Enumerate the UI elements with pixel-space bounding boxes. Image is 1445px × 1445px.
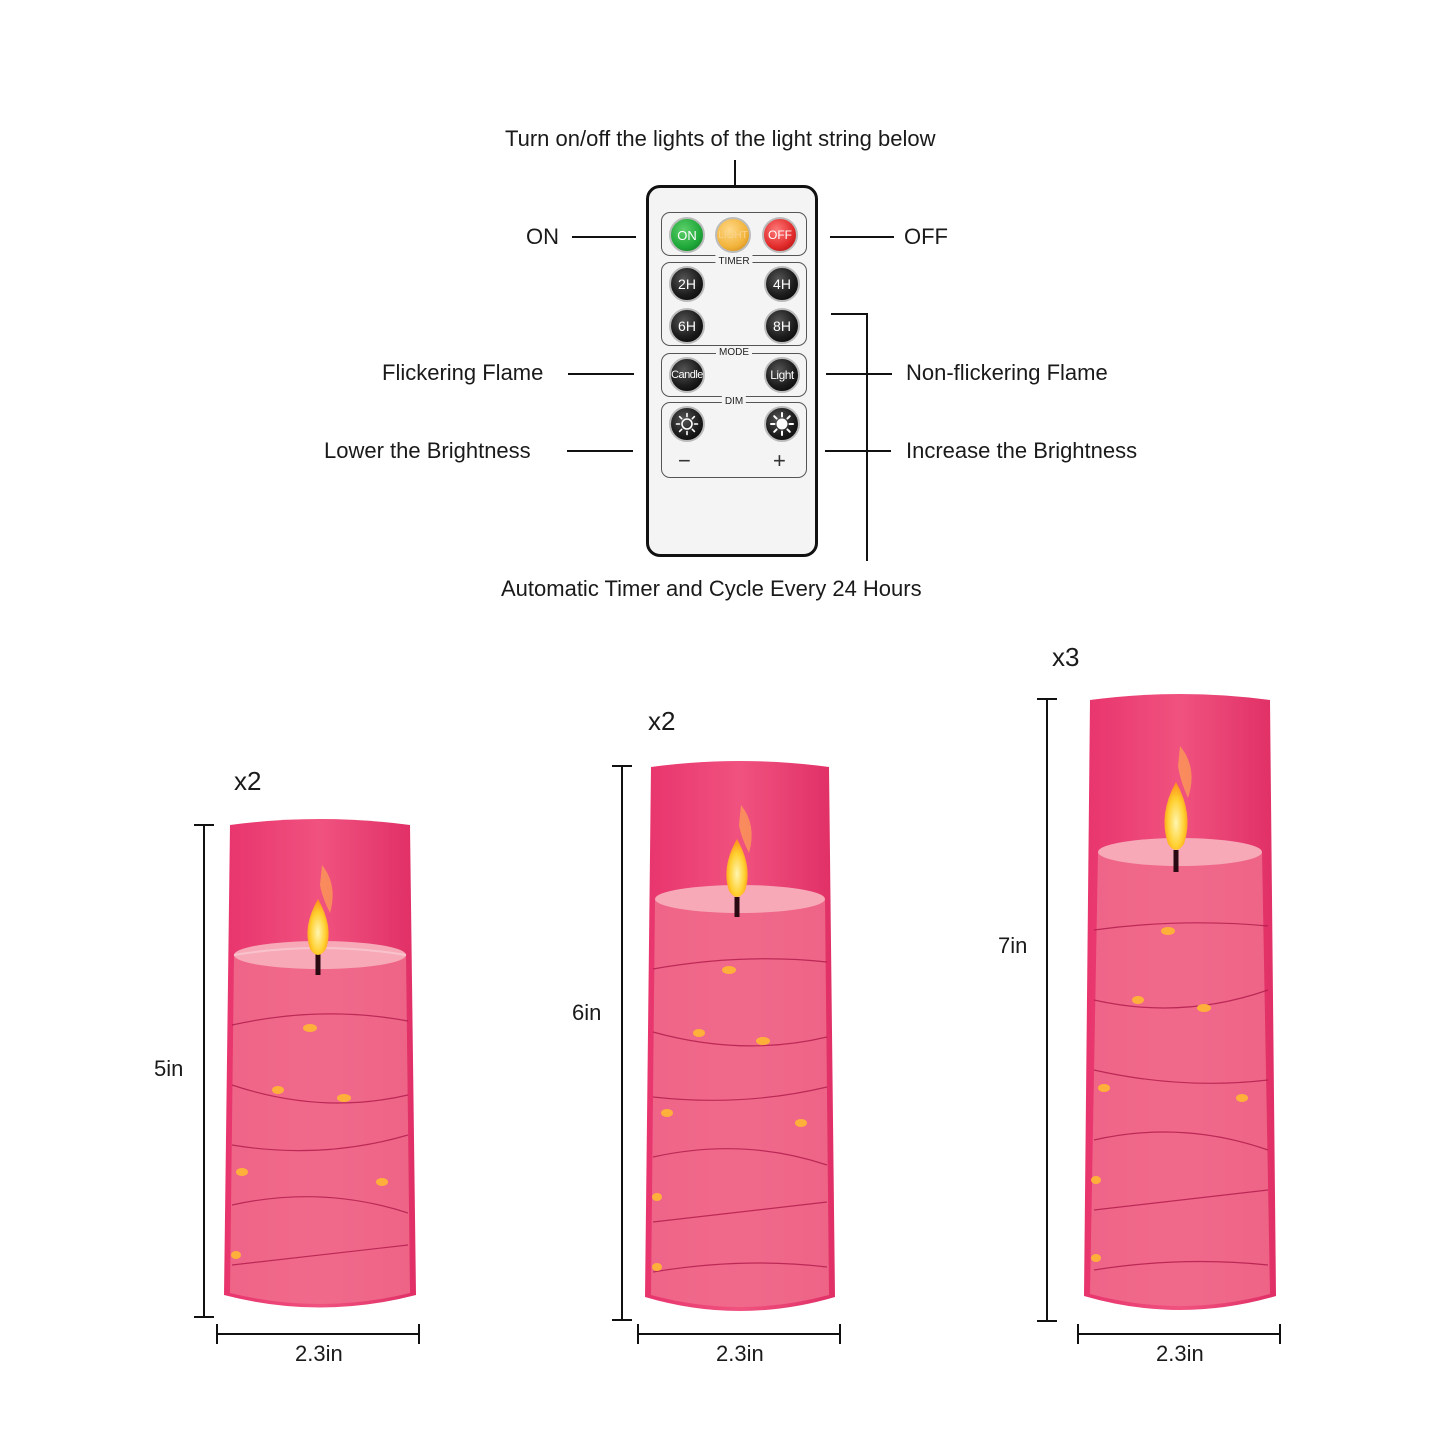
candle-1-width-line	[216, 1333, 420, 1335]
callout-lower-brightness: Lower the Brightness	[324, 438, 531, 463]
timer-4h-button[interactable]: 4H	[764, 266, 800, 302]
candle-1-height-line	[203, 824, 205, 1318]
light-mode-button[interactable]: Light	[764, 357, 800, 393]
candle-3-width-line	[1077, 1333, 1281, 1335]
callout-line-timer	[866, 313, 868, 561]
candle-2-width-label: 2.3in	[716, 1341, 764, 1366]
callout-line-off	[830, 236, 894, 238]
callout-non-flickering: Non-flickering Flame	[906, 360, 1108, 385]
dim-title: DIM	[721, 395, 747, 408]
candle-3-image	[1084, 694, 1276, 1310]
candle-2-height-label: 6in	[572, 1000, 602, 1025]
on-button-label: ON	[677, 227, 697, 243]
candle-3-width-tick-right	[1279, 1324, 1281, 1344]
light-string-button[interactable]: LIGHT	[715, 217, 751, 253]
light-mode-label: Light	[770, 368, 794, 382]
candle-1-quantity: x2	[234, 766, 262, 796]
candle-1-image	[224, 819, 416, 1308]
callout-on: ON	[526, 224, 559, 249]
timer-8h-label: 8H	[773, 318, 791, 334]
candle-2-height-tick-bottom	[612, 1319, 632, 1321]
timer-4h-label: 4H	[773, 276, 791, 292]
sun-bright-icon	[770, 412, 794, 436]
callout-increase-brightness: Increase the Brightness	[906, 438, 1138, 463]
candle-3-height-tick-bottom	[1037, 1320, 1057, 1322]
candle-mode-label: Candle	[671, 369, 703, 381]
candle-3-quantity: x3	[1052, 642, 1080, 672]
callout-flickering: Flickering Flame	[382, 360, 544, 385]
callout-line-top	[734, 160, 736, 186]
callout-auto-timer: Automatic Timer and Cycle Every 24 Hours	[501, 576, 922, 601]
timer-2h-label: 2H	[678, 276, 696, 292]
callout-line-on	[572, 236, 636, 238]
dim-up-button[interactable]	[764, 406, 800, 442]
off-button[interactable]: OFF	[762, 217, 798, 253]
dim-plus-label: +	[773, 448, 786, 473]
candle-1-width-tick-right	[418, 1324, 420, 1344]
candle-mode-button[interactable]: Candle	[669, 357, 705, 393]
timer-title: TIMER	[715, 255, 753, 268]
on-button[interactable]: ON	[669, 217, 705, 253]
mode-title: MODE	[716, 346, 752, 359]
timer-panel: TIMER	[661, 255, 807, 346]
callout-off: OFF	[904, 224, 948, 249]
dim-panel: DIM	[661, 395, 807, 478]
callout-light-string: Turn on/off the lights of the light stri…	[505, 126, 936, 151]
candle-1-height-tick-bottom	[194, 1316, 214, 1318]
dim-minus-label: −	[678, 448, 691, 473]
light-button-label: LIGHT	[718, 229, 748, 241]
remote-control: ON LIGHT OFF TIMER 2H 4H 6H 8H MODE Cand…	[646, 185, 818, 557]
candle-2-image	[645, 761, 835, 1311]
candle-2-width-tick-right	[839, 1324, 841, 1344]
candle-2-height-line	[621, 765, 623, 1321]
candle-3-width-label: 2.3in	[1156, 1341, 1204, 1366]
callout-line-flicker	[568, 373, 634, 375]
candle-1-width-label: 2.3in	[295, 1341, 343, 1366]
sun-dim-icon	[675, 412, 699, 436]
dim-down-button[interactable]	[669, 406, 705, 442]
timer-6h-label: 6H	[678, 318, 696, 334]
callout-line-non-flicker	[826, 373, 892, 375]
candle-3-height-label: 7in	[998, 933, 1028, 958]
candle-3-height-line	[1046, 698, 1048, 1322]
candle-2-quantity: x2	[648, 706, 676, 736]
candle-2-width-line	[637, 1333, 841, 1335]
callout-line-lower	[567, 450, 633, 452]
callout-line-increase	[825, 450, 891, 452]
candle-1-height-label: 5in	[154, 1056, 184, 1081]
timer-2h-button[interactable]: 2H	[669, 266, 705, 302]
off-button-label: OFF	[768, 228, 792, 242]
callout-line-timer-bracket	[831, 313, 867, 315]
timer-6h-button[interactable]: 6H	[669, 308, 705, 344]
timer-8h-button[interactable]: 8H	[764, 308, 800, 344]
